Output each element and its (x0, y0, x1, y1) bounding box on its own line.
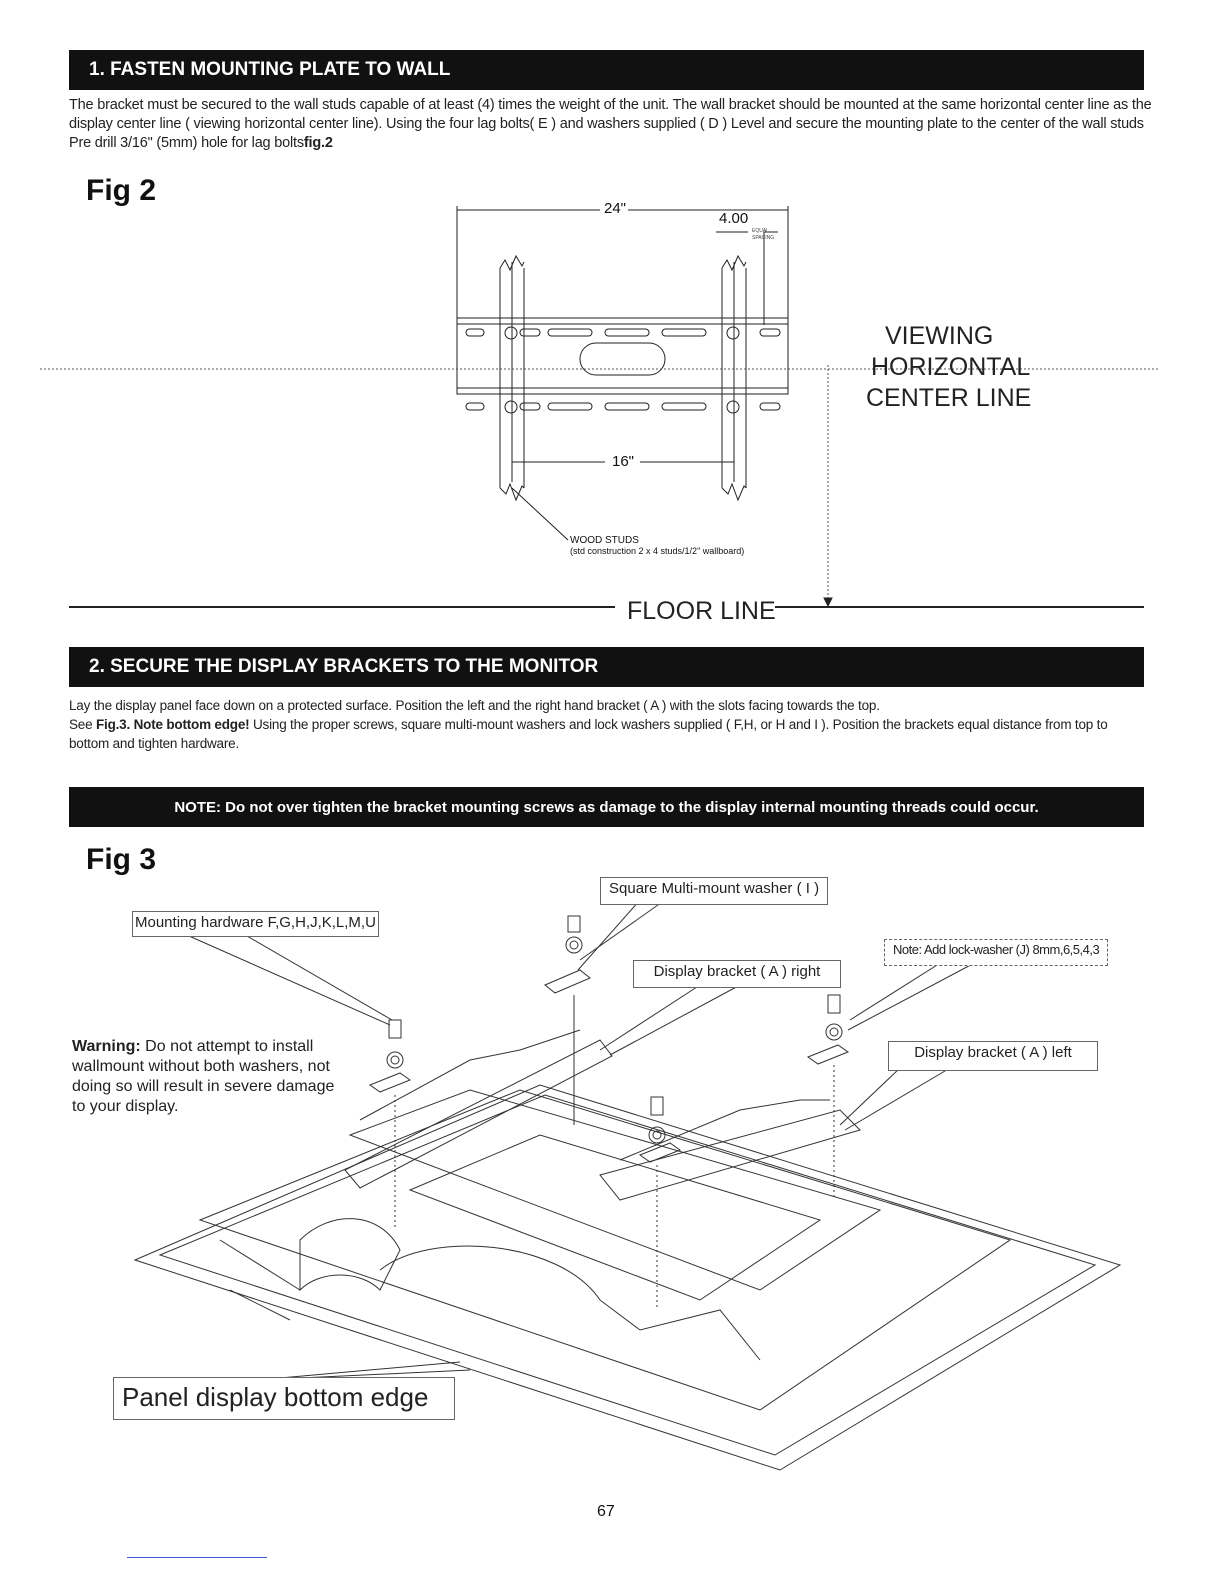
viewing-line1: VIEWING (885, 322, 994, 350)
callout-bracket-left: Display bracket ( A ) left (888, 1041, 1098, 1071)
warning-block: Warning: Do not attempt to install wallm… (72, 1037, 340, 1117)
callout-bottom-edge: Panel display bottom edge (113, 1377, 455, 1420)
section2-line1: Lay the display panel face down on a pro… (69, 698, 880, 713)
callout-lockwasher: Note: Add lock-washer (J) 8mm,6,5,4,3 (884, 939, 1109, 966)
footer-rule (127, 1557, 267, 1558)
section1-text: The bracket must be secured to the wall … (69, 97, 1152, 151)
note-text: NOTE: Do not over tighten the bracket mo… (174, 798, 1039, 816)
section2-header: 2. SECURE THE DISPLAY BRACKETS TO THE MO… (69, 647, 1144, 687)
section2-title: 2. SECURE THE DISPLAY BRACKETS TO THE MO… (89, 656, 599, 677)
callout-square-washer: Square Multi-mount washer ( I ) (600, 877, 829, 905)
section1-fig-ref: fig.2 (303, 135, 333, 151)
dim-24-label: 24" (604, 200, 627, 217)
fig2-diagram (40, 206, 1160, 608)
section1-paragraph: The bracket must be secured to the wall … (69, 96, 1154, 153)
fig2-label: Fig 2 (86, 174, 157, 207)
viewing-line2: HORIZONTAL (871, 353, 1031, 381)
wood-studs-label: WOOD STUDS (570, 535, 639, 546)
tv-rear-recess (348, 1089, 882, 1291)
lag-bolt-top-right (726, 326, 740, 340)
lag-bolt-bottom-right (726, 400, 740, 414)
section2-paragraph: Lay the display panel face down on a pro… (69, 696, 1149, 753)
bracket-left-rail (344, 1039, 613, 1189)
section2-line2: See Fig.3. Note bottom edge! Using the p… (69, 717, 1108, 751)
wood-studs-note: (std construction 2 x 4 studs/1/2" wallb… (570, 546, 745, 556)
floor-line-label: FLOOR LINE (627, 597, 776, 625)
note-bar: NOTE: Do not over tighten the bracket mo… (69, 787, 1144, 827)
plate-center-slot (579, 342, 666, 376)
warning-text: Do not attempt to install wallmount with… (72, 1038, 335, 1115)
viewing-line3: CENTER LINE (866, 384, 1032, 412)
callout-mounting-hardware: Mounting hardware F,G,H,J,K,L,M,U (132, 911, 379, 937)
bracket-right-rail (599, 1109, 861, 1201)
warning-label: Warning: (72, 1038, 141, 1055)
fig3-label: Fig 3 (86, 843, 157, 876)
lag-bolt-top-left (504, 326, 518, 340)
dim-spacing-label: 4.00 (719, 210, 749, 227)
dim-16-label: 16" (612, 453, 635, 470)
section1-title: 1. FASTEN MOUNTING PLATE TO WALL (89, 59, 451, 80)
dim-spacing-note: EQUAL SPACING (752, 228, 775, 241)
lag-bolt-bottom-left (504, 400, 518, 414)
callout-bracket-right: Display bracket ( A ) right (633, 960, 841, 988)
tv-panel-outline (133, 1084, 1122, 1471)
section1-header: 1. FASTEN MOUNTING PLATE TO WALL (69, 50, 1144, 90)
page-number: 67 (597, 1503, 615, 1520)
mounting-plate (456, 317, 789, 395)
